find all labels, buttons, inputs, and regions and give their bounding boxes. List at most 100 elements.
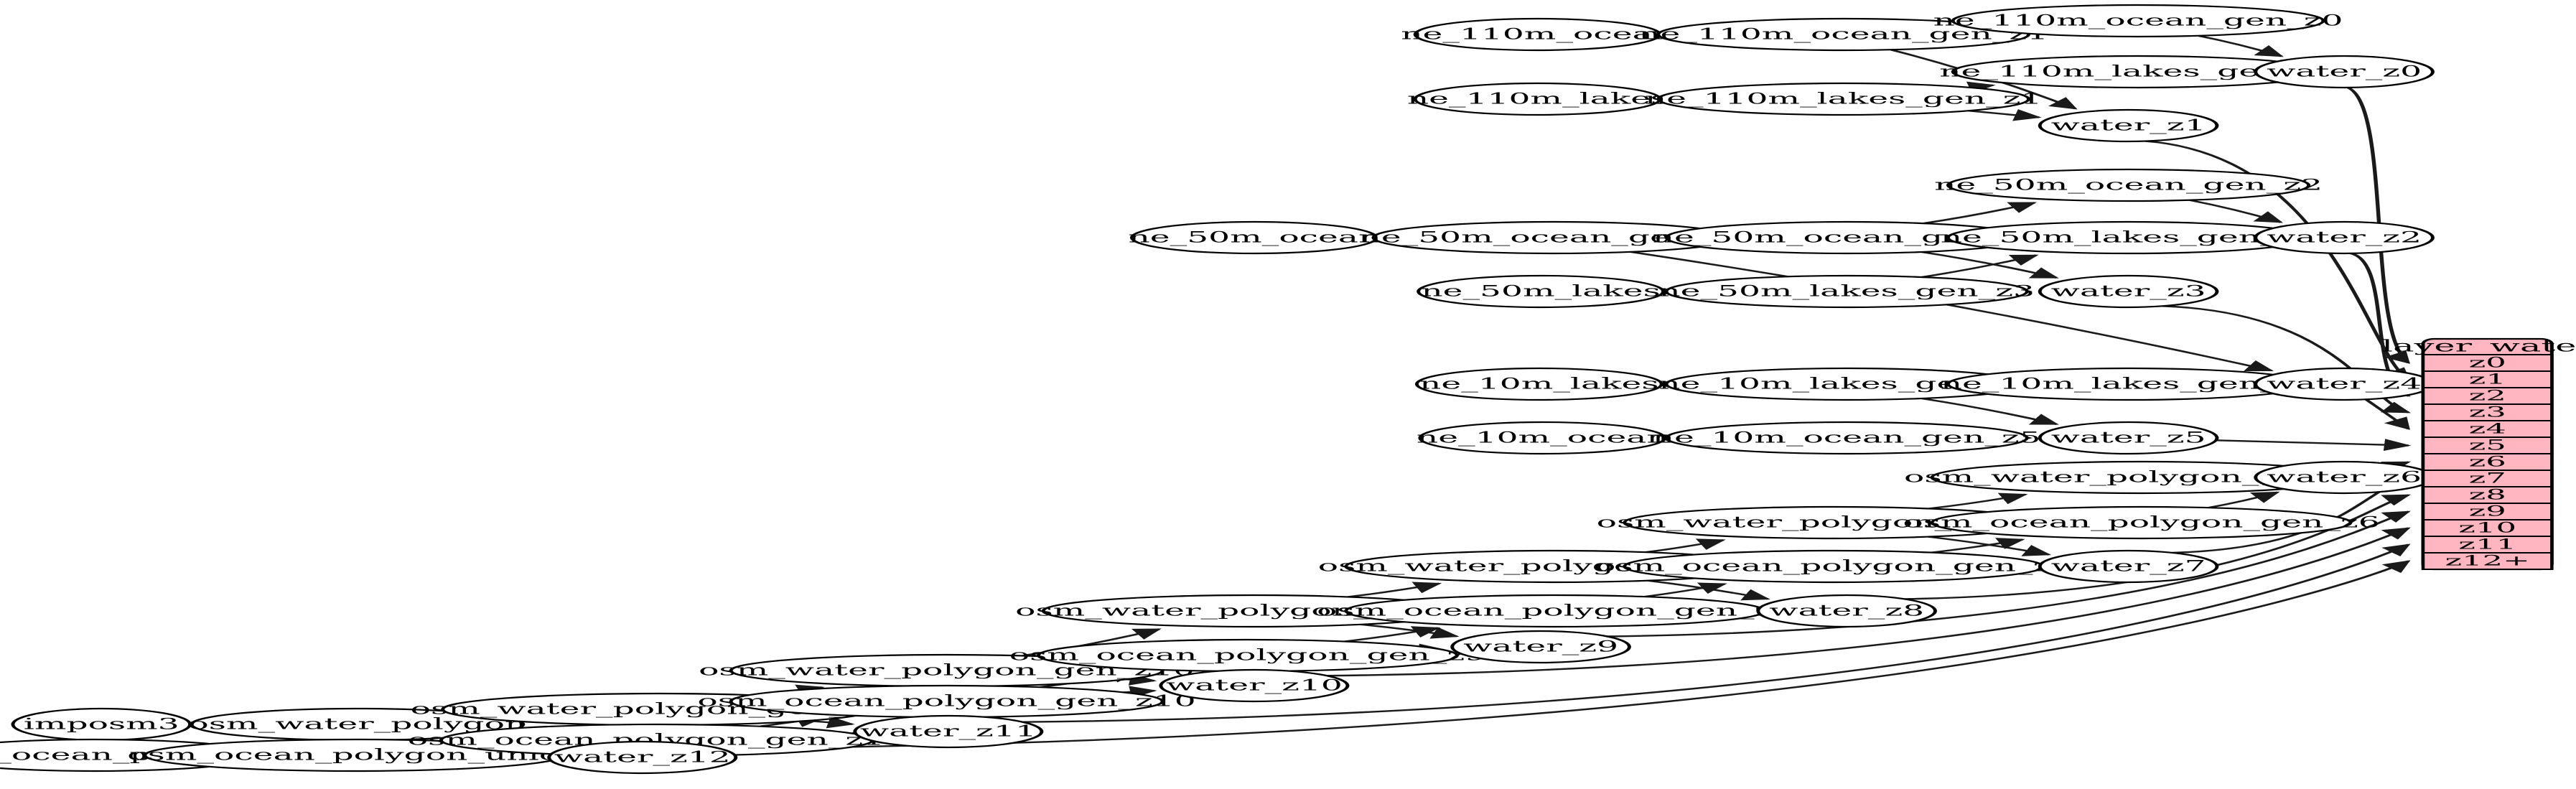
node-label-water_z5: water_z5 (2051, 429, 2206, 447)
node-water_z11[interactable]: water_z11 (853, 714, 1044, 749)
node-osm_ocean_polygon_union[interactable]: osm_ocean_polygon_union (127, 738, 581, 772)
edge-water_z10-to-row-z10 (1326, 527, 2411, 677)
edge-water_z5-to-row-z5 (2216, 439, 2412, 451)
node-water_z6[interactable]: water_z6 (2254, 460, 2435, 495)
node-shape-ne_110m_ocean_gen_z1 (1656, 17, 2031, 52)
node-label-osm_ocean_polygon_gen_z7: osm_ocean_polygon_gen_z7 (1595, 557, 2072, 575)
node-label-ne_50m_lakes: ne_50m_lakes (1421, 282, 1661, 300)
table-row-label-z4: z4 (2469, 421, 2506, 437)
edge-ne_50m_ocean_gen_z3-to-water_z3 (1921, 251, 2059, 279)
edge-water_z3-to-row-z3 (2162, 305, 2412, 414)
node-ne_110m_ocean[interactable]: ne_110m_ocean (1401, 17, 1674, 52)
node-label-ne_50m_ocean_gen_z2: ne_50m_ocean_gen_z2 (1934, 176, 2323, 194)
node-water_z0[interactable]: water_z0 (2254, 55, 2435, 89)
edge-ne_10m_lakes_gen_z5-to-water_z5 (1921, 397, 2059, 425)
node-label-water_z11: water_z11 (860, 722, 1037, 740)
edge-osm_water_polygon_gen_z8-to-water_z8 (1647, 579, 1770, 601)
node-ne_50m_lakes_gen_z3[interactable]: ne_50m_lakes_gen_z3 (1658, 274, 2035, 309)
node-water_z3[interactable]: water_z3 (2038, 274, 2219, 309)
node-label-osm_ocean_polygon_gen_z6: osm_ocean_polygon_gen_z6 (1903, 513, 2379, 531)
node-water_z4[interactable]: water_z4 (2254, 367, 2435, 401)
edge-water_z8-to-row-z8 (1904, 494, 2412, 600)
node-ne_10m_ocean[interactable]: ne_10m_ocean (1417, 421, 1669, 455)
node-label-ne_10m_lakes_gen_z4: ne_10m_lakes_gen_z4 (1941, 375, 2317, 393)
node-water_z10[interactable]: water_z10 (1159, 668, 1350, 703)
node-osm_ocean_polygon_gen_z6[interactable]: osm_ocean_polygon_gen_z6 (1903, 505, 2380, 540)
node-imposm3[interactable]: imposm3 (11, 707, 192, 742)
node-label-water_z12: water_z12 (554, 748, 731, 766)
edge-water_z9-to-row-z9 (1607, 510, 2411, 638)
edge-water_z11-to-row-z11 (1022, 543, 2411, 723)
nodes-layer: imposm3osm_water_polygonosm_ocean_polygo… (0, 4, 2435, 775)
node-osm_ocean_polygon_gen_z7[interactable]: osm_ocean_polygon_gen_z7 (1595, 549, 2072, 584)
table-row-label-z6: z6 (2469, 454, 2506, 470)
node-shape-ne_50m_lakes (1417, 274, 1665, 309)
node-ne_50m_lakes[interactable]: ne_50m_lakes (1417, 274, 1665, 309)
node-shape-water_z10 (1159, 668, 1350, 703)
node-osm_ocean_polygon_gen_z11[interactable]: osm_ocean_polygon_gen_z11 (408, 723, 906, 757)
edge-osm_ocean_polygon_gen_z8-to-osm_ocean_polygon_gen_z7 (1643, 582, 1727, 598)
node-label-ne_50m_lakes_gen_z2: ne_50m_lakes_gen_z2 (1941, 228, 2317, 246)
node-water_z9[interactable]: water_z9 (1450, 630, 1631, 664)
table-edges-layer (720, 87, 2412, 750)
node-ne_110m_ocean_gen_z0[interactable]: ne_110m_ocean_gen_z0 (1933, 4, 2343, 38)
node-label-ne_110m_lakes: ne_110m_lakes (1407, 90, 1668, 108)
edge-osm_ocean_polygon_gen_z7-to-osm_ocean_polygon_gen_z6 (1931, 538, 2025, 554)
node-shape-water_z12 (547, 740, 738, 775)
node-water_z12[interactable]: water_z12 (547, 740, 738, 775)
node-ne_10m_ocean_gen_z5[interactable]: ne_10m_ocean_gen_z5 (1653, 421, 2041, 455)
node-shape-water_z7 (2038, 549, 2219, 584)
node-ne_50m_ocean[interactable]: ne_50m_ocean (1129, 220, 1381, 255)
table-row-label-z7: z7 (2469, 470, 2506, 487)
edge-water_z12-to-row-z12plus (720, 560, 2411, 750)
node-label-water_z4: water_z4 (2267, 375, 2422, 393)
node-ne_110m_lakes[interactable]: ne_110m_lakes (1407, 82, 1668, 116)
node-osm_water_polygon[interactable]: osm_water_polygon (188, 707, 526, 742)
node-label-water_z0: water_z0 (2267, 62, 2422, 80)
table-row-label-z5: z5 (2469, 437, 2506, 454)
edge-osm_water_polygon_gen_z9-to-osm_water_polygon_gen_z8 (1348, 582, 1442, 598)
node-shape-water_z1 (2038, 108, 2219, 143)
table-row-label-z12plus: z12+ (2445, 553, 2530, 569)
node-ne_110m_lakes_gen_z1[interactable]: ne_110m_lakes_gen_z1 (1645, 82, 2043, 116)
table-row-label-z1: z1 (2469, 371, 2506, 388)
node-shape-water_z9 (1450, 630, 1631, 664)
table-row-label-z10: z10 (2458, 520, 2516, 536)
node-ne_50m_lakes_gen_z2[interactable]: ne_50m_lakes_gen_z2 (1941, 220, 2317, 255)
edge-ne_110m_ocean_gen_z0-to-water_z0 (2198, 34, 2284, 57)
node-water_z1[interactable]: water_z1 (2038, 108, 2219, 143)
node-label-ne_10m_ocean_gen_z5: ne_10m_ocean_gen_z5 (1653, 429, 2041, 447)
node-label-ne_10m_ocean: ne_10m_ocean (1417, 429, 1669, 447)
node-label-osm_ocean_polygon_gen_z9: osm_ocean_polygon_gen_z9 (1009, 646, 1486, 664)
node-ne_10m_lakes[interactable]: ne_10m_lakes (1414, 367, 1663, 401)
edge-ne_110m_lakes_gen_z1-to-water_z1 (1968, 109, 2042, 121)
node-osm_ocean_polygon_gen_z8[interactable]: osm_ocean_polygon_gen_z8 (1317, 594, 1793, 628)
edge-osm_water_polygon_gen_z10-to-osm_water_polygon_gen_z9 (1022, 628, 1162, 657)
node-water_z7[interactable]: water_z7 (2038, 549, 2219, 584)
node-ne_50m_ocean_gen_z2[interactable]: ne_50m_ocean_gen_z2 (1934, 168, 2323, 202)
node-water_z5[interactable]: water_z5 (2038, 421, 2219, 455)
edge-osm_water_polygon_gen_z9-to-water_z9 (1361, 623, 1460, 639)
node-label-imposm3: imposm3 (24, 715, 179, 733)
node-osm_water_polygon_gen_z6[interactable]: osm_water_polygon_gen_z6 (1904, 460, 2379, 495)
node-water_z8[interactable]: water_z8 (1756, 594, 1937, 628)
node-water_z2[interactable]: water_z2 (2254, 220, 2435, 255)
node-label-ne_110m_lakes_gen_z1: ne_110m_lakes_gen_z1 (1645, 90, 2043, 108)
node-label-water_z3: water_z3 (2051, 282, 2206, 300)
edge-water_z1-to-row-z1 (2145, 140, 2411, 381)
node-osm_ocean_polygon_gen_z9[interactable]: osm_ocean_polygon_gen_z9 (1009, 638, 1486, 673)
table-row-z12plus[interactable] (2421, 552, 2554, 570)
edge-osm_ocean_polygon_gen_z9-to-osm_ocean_polygon_gen_z8 (1344, 626, 1441, 643)
node-label-osm_water_polygon: osm_water_polygon (188, 715, 526, 733)
edge-osm_ocean_polygon_gen_z6-to-water_z6 (2208, 491, 2280, 509)
node-label-water_z6: water_z6 (2267, 468, 2422, 486)
node-label-ne_110m_ocean: ne_110m_ocean (1401, 25, 1674, 43)
edge-ne_50m_ocean_gen_z4-to-water_z4 (1630, 251, 2274, 372)
edge-osm_water_polygon_gen_z11-to-water_z11 (807, 716, 855, 729)
node-shape-water_z2 (2254, 220, 2435, 255)
layer-water-table[interactable]: layer_waterz0z1z2z3z4z5z6z7z8z9z10z11z12… (2381, 337, 2576, 571)
node-shape-ne_110m_ocean_gen_z0 (1951, 4, 2325, 38)
node-shape-ne_10m_lakes (1414, 367, 1663, 401)
